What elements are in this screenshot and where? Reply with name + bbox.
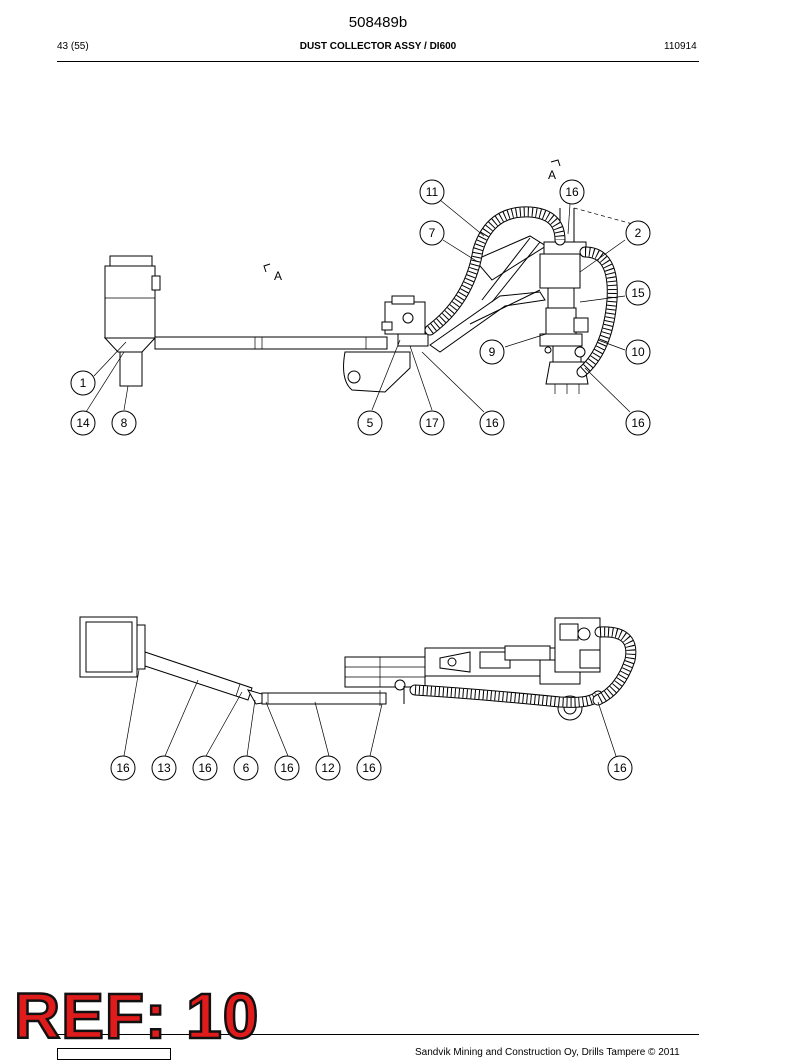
section-mark-left: A (274, 269, 282, 283)
page-number: 43 (55) (57, 41, 89, 52)
flexible-hoses-top (424, 206, 618, 378)
callout-15: 15 (625, 280, 651, 306)
svg-text:16: 16 (280, 761, 294, 775)
top-view: A A 11 16 7 2 15 9 10 1 14 (70, 159, 651, 436)
bottom-view: 16 13 16 6 16 12 16 16 (79, 616, 637, 781)
svg-text:1: 1 (80, 376, 87, 390)
leader-lines-top (85, 199, 631, 413)
svg-text:16: 16 (485, 416, 499, 430)
svg-text:9: 9 (489, 345, 496, 359)
callout-6: 6 (233, 755, 259, 781)
svg-text:16: 16 (116, 761, 130, 775)
svg-text:16: 16 (198, 761, 212, 775)
drill-head-plan (554, 617, 601, 721)
dust-collector-plan (79, 616, 146, 678)
svg-text:12: 12 (321, 761, 335, 775)
callout-2: 2 (625, 220, 651, 246)
callout-16: 16 (625, 410, 651, 436)
callout-14: 14 (70, 410, 96, 436)
leader-lines-bottom (123, 669, 617, 757)
callout-16: 16 (479, 410, 505, 436)
svg-text:14: 14 (76, 416, 90, 430)
pipe-13 (144, 651, 253, 701)
callout-16: 16 (110, 755, 136, 781)
svg-text:10: 10 (631, 345, 645, 359)
svg-text:16: 16 (631, 416, 645, 430)
flexible-hoses-bottom (409, 626, 637, 708)
svg-text:13: 13 (157, 761, 171, 775)
footer-rule (57, 1034, 699, 1035)
svg-text:8: 8 (121, 416, 128, 430)
rock-drill (539, 241, 589, 394)
svg-text:16: 16 (613, 761, 627, 775)
callout-9: 9 (479, 339, 505, 365)
svg-text:16: 16 (362, 761, 376, 775)
callout-16: 16 (356, 755, 382, 781)
callout-10: 10 (625, 339, 651, 365)
document-title: DUST COLLECTOR ASSY / DI600 (299, 41, 457, 52)
document-code: 110914 (664, 41, 697, 52)
callout-17: 17 (419, 410, 445, 436)
document-number: 508489b (348, 14, 408, 31)
svg-text:2: 2 (635, 226, 642, 240)
callout-12: 12 (315, 755, 341, 781)
svg-text:11: 11 (426, 185, 439, 199)
ref-stamp: REF: 10 (13, 980, 260, 1052)
svg-text:5: 5 (367, 416, 374, 430)
mount-bracket (343, 351, 411, 393)
callout-1: 1 (70, 370, 96, 396)
pipe-12 (261, 692, 387, 705)
callout-7: 7 (419, 220, 445, 246)
svg-text:6: 6 (243, 761, 250, 775)
feed-beam (344, 645, 581, 704)
callout-11: 11 (419, 179, 445, 205)
dust-collector-body (103, 255, 161, 387)
callout-16: 16 (607, 755, 633, 781)
section-mark-top: A (548, 168, 556, 182)
boom-arm (429, 235, 547, 353)
valve-block (381, 295, 429, 347)
callout-16: 16 (192, 755, 218, 781)
callout-8: 8 (111, 410, 137, 436)
callout-16: 16 (559, 179, 585, 205)
svg-text:16: 16 (565, 185, 579, 199)
header-rule (57, 61, 699, 62)
svg-text:7: 7 (429, 226, 436, 240)
svg-text:15: 15 (631, 286, 645, 300)
suction-pipe-top (154, 336, 388, 350)
callout-5: 5 (357, 410, 383, 436)
svg-text:17: 17 (425, 416, 439, 430)
callout-13: 13 (151, 755, 177, 781)
callout-16: 16 (274, 755, 300, 781)
